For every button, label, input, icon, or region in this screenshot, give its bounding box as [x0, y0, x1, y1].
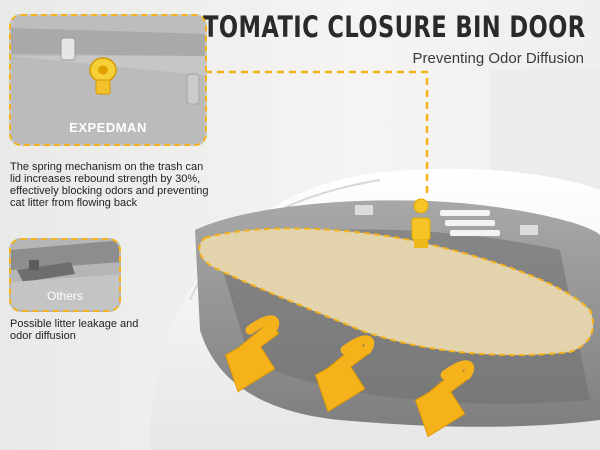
expedman-label: EXPEDMAN [69, 120, 147, 135]
description-line: Possible litter leakage and [10, 318, 139, 330]
spring-hinge-icon [89, 57, 117, 95]
expedman-description: The spring mechanism on the trash can li… [10, 161, 260, 209]
page-subtitle: Preventing Odor Diffusion [412, 50, 584, 67]
others-label: Others [46, 289, 83, 303]
spring-hinge-icon [411, 198, 431, 248]
expedman-detail-inset: EXPEDMAN [9, 14, 207, 146]
description-line: cat litter from flowing back [10, 197, 138, 209]
airflow-arrow-icon [224, 321, 470, 438]
hinge-closeup-image [11, 16, 205, 144]
bin-door-flap [198, 227, 595, 357]
callout-connector [205, 70, 429, 198]
description-line: The spring mechanism on the trash can [10, 161, 204, 173]
page-title: AUTOMATIC CLOSURE BIN DOOR [167, 10, 586, 44]
description-line: lid increases rebound strength by 30%, [10, 173, 201, 185]
others-detail-inset: Others [9, 238, 121, 312]
description-line: odor diffusion [10, 330, 76, 342]
description-line: effectively blocking odors and preventin… [10, 185, 209, 197]
others-description: Possible litter leakage and odor diffusi… [10, 318, 190, 342]
others-closeup-image [11, 240, 119, 310]
